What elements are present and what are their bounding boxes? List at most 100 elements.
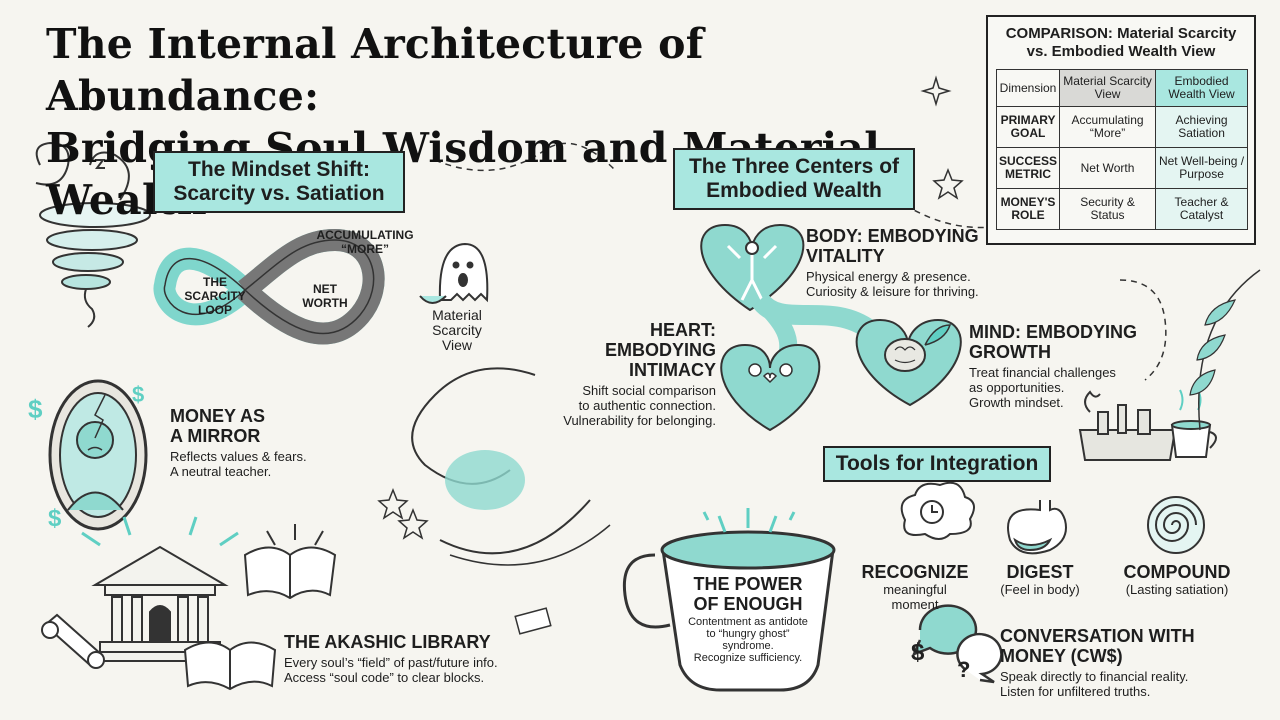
akashic-text-2: Access “soul code” to clear blocks. (284, 670, 485, 685)
col-dimension: Dimension (995, 69, 1061, 107)
body-heading-1: BODY: EMBODYING (806, 226, 979, 246)
tea-cup-icon (1170, 389, 1217, 458)
heart-text-2: to authentic connection. (578, 398, 716, 413)
body-center-section: BODY: EMBODYING VITALITY Physical energy… (806, 226, 1026, 299)
spiral-compound-icon (1147, 496, 1205, 554)
cws-text-1: Speak directly to financial reality. (1000, 669, 1189, 684)
library-building-icon (91, 545, 229, 662)
mind-text-1: Treat financial challenges (969, 365, 1116, 380)
enough-text-4: Recognize sufficiency. (693, 652, 803, 664)
heart-connection-icon (720, 343, 821, 432)
col-embodied: Embodied Wealth View (1155, 69, 1248, 107)
mirror-text-1: Reflects values & fears. (170, 449, 307, 464)
mind-brain-icon (855, 318, 962, 407)
svg-text:?: ? (957, 657, 970, 682)
ghost-label-3: View (441, 337, 473, 353)
akashic-text-1: Every soul’s “field” of past/future info… (284, 655, 498, 670)
tool-digest: DIGEST (Feel in body) (985, 562, 1095, 597)
heart-text-1: Shift social comparison (582, 383, 716, 398)
speech-bubbles-icon: $ ? (911, 604, 1003, 684)
scroll-icon (41, 613, 105, 669)
mirror-icon (48, 379, 148, 531)
mind-text-2: as opportunities. (969, 380, 1065, 395)
enough-heading-2: OF ENOUGH (693, 594, 803, 614)
svg-text:$: $ (132, 382, 144, 407)
enough-text-3: syndrome. (722, 640, 774, 652)
comparison-table-panel: COMPARISON: Material Scarcity vs. Embodi… (986, 15, 1256, 245)
row-embodied: Teacher & Catalyst (1155, 188, 1248, 230)
akashic-heading: THE AKASHIC LIBRARY (284, 632, 491, 652)
compound-label: COMPOUND (1123, 562, 1231, 582)
money-mirror-section: MONEY AS A MIRROR Reflects values & fear… (170, 406, 370, 479)
loop-label-1: THE (203, 275, 227, 289)
body-heart-icon (700, 223, 805, 312)
scarcity-loop-label: THE SCARCITY LOOP (180, 275, 250, 317)
tool-belt-icon (1078, 390, 1177, 461)
col-material: Material Scarcity View (1059, 69, 1157, 107)
comparison-table: Dimension Material Scarcity View Embodie… (995, 69, 1248, 230)
net-worth-line-2: WORTH (302, 296, 348, 310)
table-row: SUCCESS METRIC Net Worth Net Well-being … (995, 147, 1248, 189)
table-row: MONEY'S ROLE Security & Status Teacher &… (995, 188, 1248, 230)
accum-line-1: ACCUMULATING (316, 228, 414, 242)
infinity-loop-icon (153, 228, 385, 345)
ghost-icon (419, 242, 489, 304)
ghost-label-2: Scarcity (432, 322, 482, 338)
net-worth-line-1: NET (313, 282, 337, 296)
loop-label-3: LOOP (197, 303, 232, 317)
compound-text-1: (Lasting satiation) (1125, 582, 1229, 597)
digest-text-1: (Feel in body) (1000, 582, 1080, 597)
mirror-text-2: A neutral teacher. (170, 464, 272, 479)
power-of-enough-section: THE POWER OF ENOUGH Contentment as antid… (670, 574, 826, 664)
row-material: Accumulating “More” (1059, 106, 1157, 148)
row-material: Net Worth (1059, 147, 1157, 189)
three-centers-heading: The Three Centers of Embodied Wealth (673, 148, 915, 210)
cws-text-2: Listen for unfiltered truths. (1000, 684, 1151, 699)
table-header-row: Dimension Material Scarcity View Embodie… (995, 69, 1248, 107)
row-embodied: Net Well-being / Purpose (1155, 147, 1248, 189)
centers-heading-line-1: The Three Centers of (688, 155, 900, 178)
accumulating-more-label: ACCUMULATING “MORE” (305, 228, 425, 256)
mind-heading-1: MIND: EMBODYING (969, 322, 1137, 342)
comparison-title-2: vs. Embodied Wealth View (1026, 43, 1216, 60)
title-line-1: The Internal Architecture of Abundance: (46, 20, 704, 120)
tool-recognize: RECOGNIZE meaningful moment (860, 562, 970, 612)
recognize-text-2: moment (891, 597, 939, 612)
enough-text-2: to “hungry ghost” (706, 628, 790, 640)
heart-heading-3: INTIMACY (629, 360, 716, 380)
tools-heading: Tools for Integration (823, 446, 1051, 482)
ghost-label-1: Material (432, 307, 482, 323)
heart-heading-2: EMBODYING (604, 340, 716, 360)
cws-heading-1: CONVERSATION WITH (1000, 626, 1195, 646)
dollar-icon: $ (28, 394, 43, 424)
akashic-library-section: THE AKASHIC LIBRARY Every soul’s “field”… (284, 632, 554, 685)
swirl-icon (445, 450, 525, 510)
recognize-label: RECOGNIZE (861, 562, 969, 582)
tool-compound: COMPOUND (Lasting satiation) (1112, 562, 1242, 597)
accum-line-2: “MORE” (341, 242, 389, 256)
svg-text:$: $ (48, 505, 62, 532)
body-heading-2: VITALITY (806, 246, 885, 266)
heart-center-section: HEART: EMBODYING INTIMACY Shift social c… (536, 320, 716, 428)
money-bill-icon (514, 607, 552, 635)
thought-clock-icon (900, 481, 975, 540)
swirl-icon (35, 141, 70, 186)
digest-label: DIGEST (1006, 562, 1074, 582)
cup-icon (622, 508, 836, 692)
tornado-icon (39, 159, 151, 328)
stomach-icon (1007, 500, 1067, 555)
mirror-heading-2: A MIRROR (170, 426, 261, 446)
mind-center-section: MIND: EMBODYING GROWTH Treat financial c… (969, 322, 1169, 410)
recognize-text-1: meaningful (883, 582, 947, 597)
body-text-2: Curiosity & leisure for thriving. (806, 284, 979, 299)
mindset-heading-line-1: The Mindset Shift: (188, 158, 370, 181)
mindset-heading-line-2: Scarcity vs. Satiation (173, 182, 385, 205)
net-worth-label: NET WORTH (290, 282, 360, 310)
star-icon (377, 487, 409, 520)
open-book-icon (183, 546, 337, 691)
mirror-heading-1: MONEY AS (170, 406, 266, 426)
comparison-title: COMPARISON: Material Scarcity vs. Embodi… (988, 25, 1254, 61)
row-dimension: PRIMARY GOAL (995, 106, 1061, 148)
enough-text-1: Contentment as antidote (688, 616, 808, 628)
